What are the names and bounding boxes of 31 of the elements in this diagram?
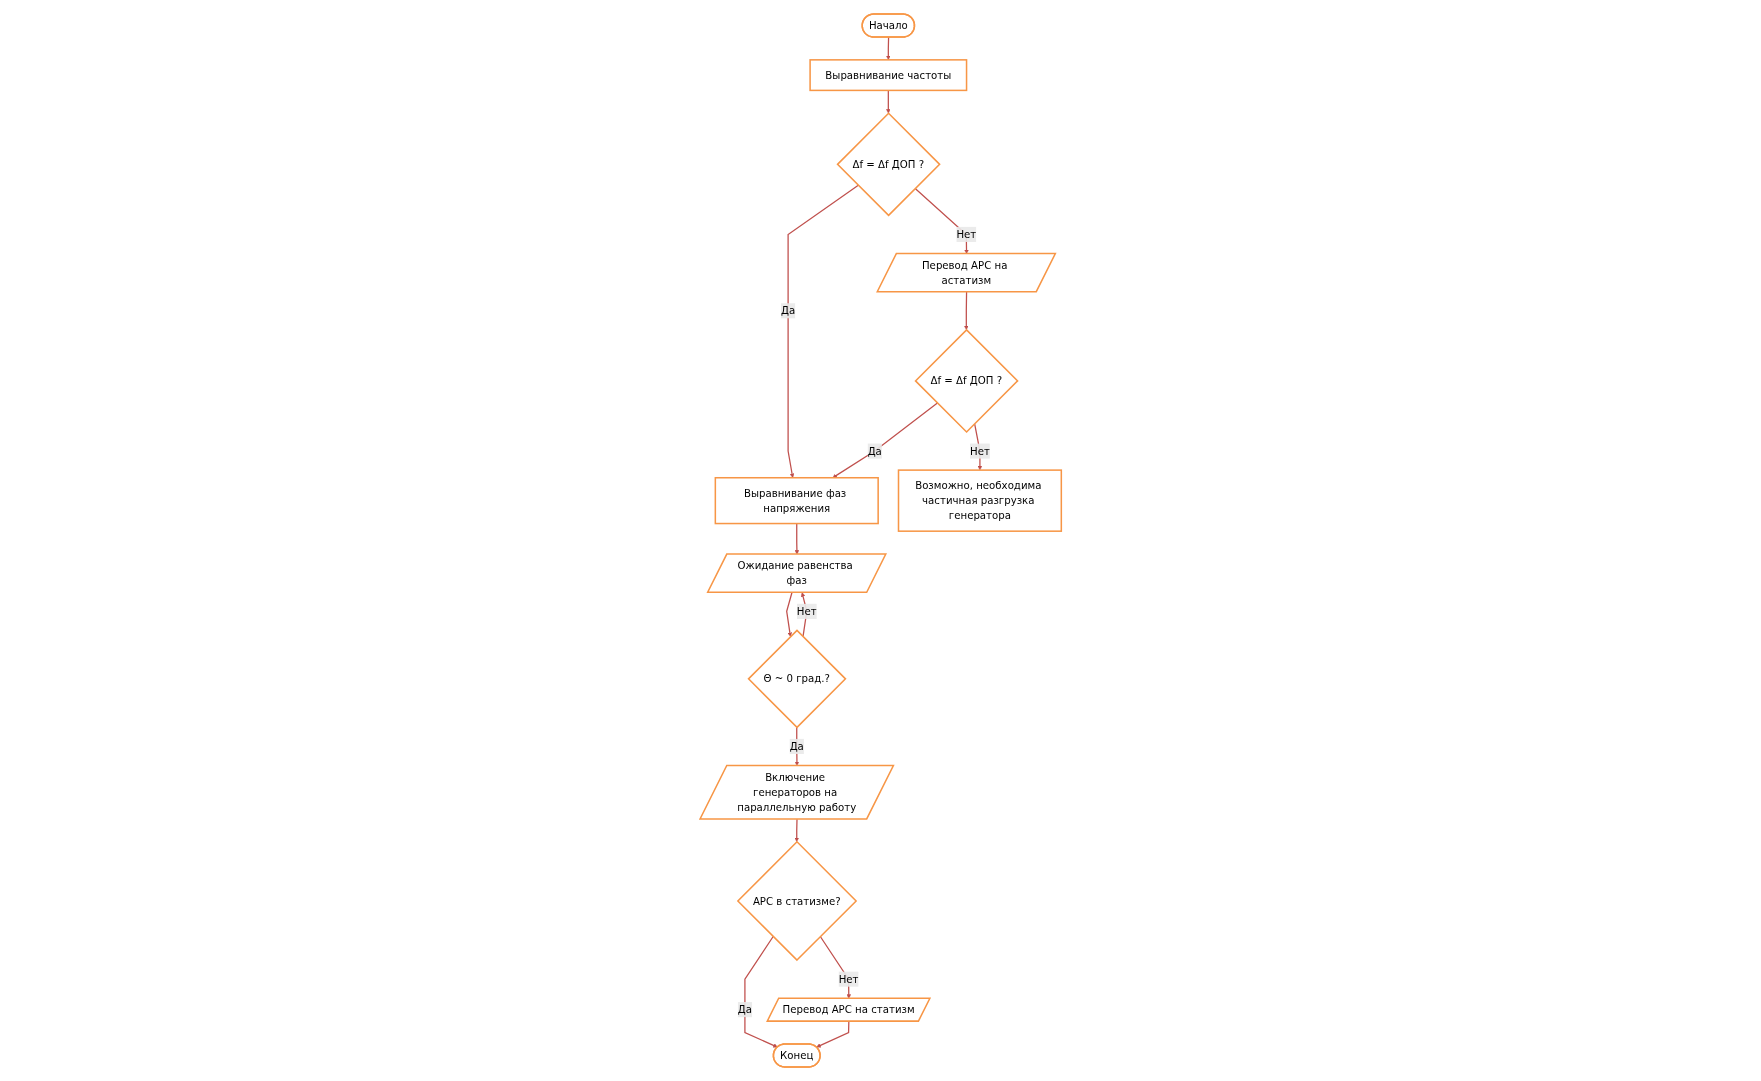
process-box: Θ ~ 0 град.?: [747, 629, 847, 729]
process-box: АРС в статизме?: [736, 840, 857, 962]
process-box: Ожидание равенства фаз: [706, 553, 887, 593]
process-box: Перевод АРС на статизм: [765, 997, 931, 1022]
edge-label: Нет: [969, 443, 990, 459]
process-box: Δf = Δf ДОП ?: [836, 112, 941, 217]
arrow: [914, 187, 969, 254]
arrow: [885, 89, 891, 114]
edge-label: Нет: [956, 226, 977, 243]
process-box: Конец: [772, 1043, 821, 1068]
arrow: [787, 184, 859, 478]
arrow: [819, 935, 851, 999]
process-box: Возможно, необходима частичная разгрузка генератора: [897, 469, 1062, 532]
process-box: Δf = Δf ДОП ?: [914, 328, 1019, 434]
edge-label: Нет: [838, 971, 859, 987]
arrow: [963, 291, 969, 331]
arrow: [744, 935, 778, 1048]
arrow: [885, 36, 891, 61]
edge-label: Да: [780, 303, 795, 319]
edge-label: Нет: [796, 603, 817, 619]
process-box: Выравнивание фаз напряжения: [714, 477, 879, 525]
edge-label: Да: [737, 1002, 752, 1018]
arrow: [832, 402, 938, 478]
process-box: Начало: [861, 13, 915, 38]
edge-label: Да: [789, 738, 804, 755]
process-box: Перевод АРС на астатизм: [875, 252, 1057, 293]
process-box: Выравнивание частоты: [809, 59, 968, 92]
arrow: [794, 522, 799, 555]
process-box: Включение генераторов на параллельную работу: [698, 764, 895, 820]
arrow: [794, 818, 799, 843]
edge-label: Да: [867, 443, 882, 459]
